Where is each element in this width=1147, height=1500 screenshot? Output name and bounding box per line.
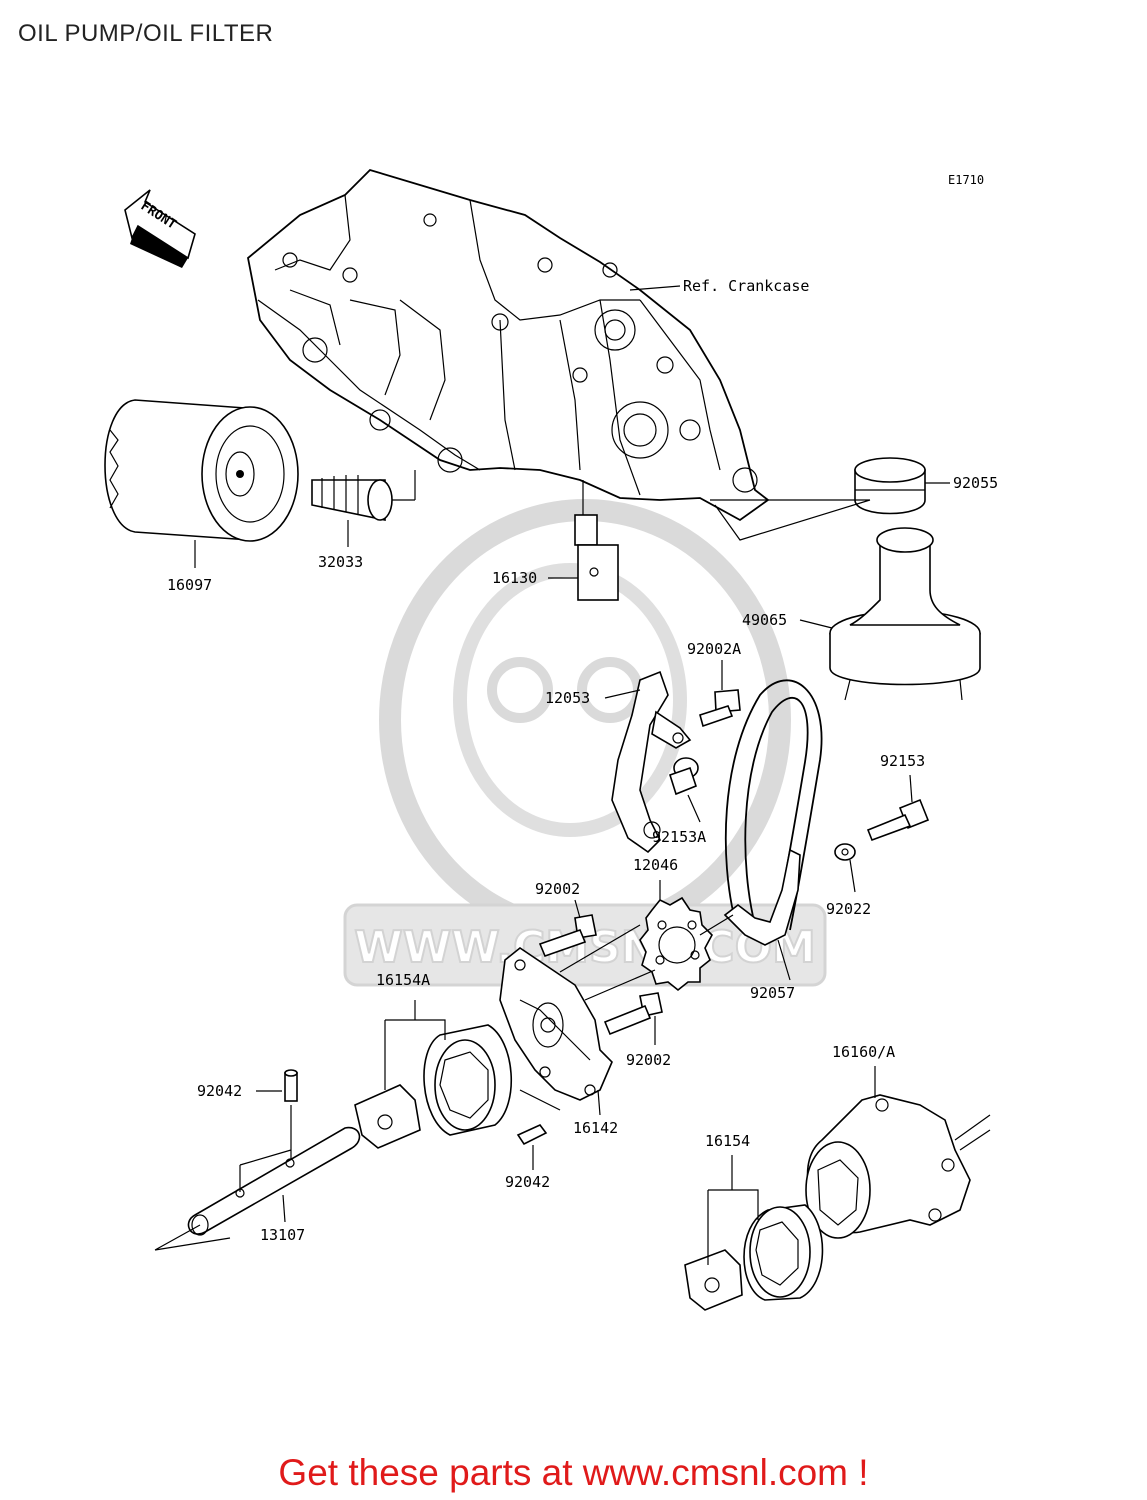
label-13107: 13107 <box>260 1226 305 1244</box>
pin-92042-upper <box>284 1069 298 1102</box>
rotor-set-16154A <box>354 1024 513 1149</box>
label-16130: 16130 <box>492 569 537 587</box>
bolt-92002-lower <box>603 992 663 1036</box>
label-92002-lower: 92002 <box>626 1051 671 1069</box>
spring-32033 <box>311 470 416 521</box>
label-32033: 32033 <box>318 553 363 571</box>
front-arrow-icon: FRONT <box>124 189 196 268</box>
bolt-92002A <box>699 689 741 728</box>
bolt-92153A <box>669 757 699 796</box>
ref-crankcase-label: Ref. Crankcase <box>683 277 809 295</box>
rotor-set-16154 <box>684 1204 824 1311</box>
label-16160A: 16160/A <box>832 1043 895 1061</box>
label-49065: 49065 <box>742 611 787 629</box>
label-92055: 92055 <box>953 474 998 492</box>
label-92002-upper: 92002 <box>535 880 580 898</box>
pump-body-16160A <box>805 1094 991 1239</box>
washer-92022 <box>834 843 856 861</box>
label-12053: 12053 <box>545 689 590 707</box>
label-92002A: 92002A <box>687 640 741 658</box>
bolt-92153 <box>866 798 930 842</box>
label-92153A: 92153A <box>652 828 706 846</box>
crankcase-illustration <box>247 168 770 522</box>
page-title: OIL PUMP/OIL FILTER <box>18 20 274 47</box>
oil-strainer-49065 <box>829 527 981 701</box>
sprocket-12046 <box>639 896 713 992</box>
label-16154A: 16154A <box>376 971 430 989</box>
label-16154: 16154 <box>705 1132 750 1150</box>
cap-92055 <box>854 457 926 515</box>
label-16097: 16097 <box>167 576 212 594</box>
pin-92042-lower <box>516 1124 548 1146</box>
footer-link[interactable]: Get these parts at www.cmsnl.com ! <box>278 1452 869 1493</box>
oil-nipple-16130 <box>574 480 619 601</box>
shaft-13107 <box>154 1126 361 1251</box>
label-92042-lower: 92042 <box>505 1173 550 1191</box>
drive-chain-92057 <box>723 679 823 946</box>
label-92022: 92022 <box>826 900 871 918</box>
chain-guide-12053 <box>611 670 692 854</box>
label-92057: 92057 <box>750 984 795 1002</box>
oil-filter-16097 <box>104 399 299 542</box>
label-16142: 16142 <box>573 1119 618 1137</box>
label-12046: 12046 <box>633 856 678 874</box>
bolt-92002-upper <box>538 914 597 958</box>
label-92153: 92153 <box>880 752 925 770</box>
label-92042-upper: 92042 <box>197 1082 242 1100</box>
diagram-code: E1710 <box>948 173 984 187</box>
pump-cover-16142 <box>499 947 613 1101</box>
